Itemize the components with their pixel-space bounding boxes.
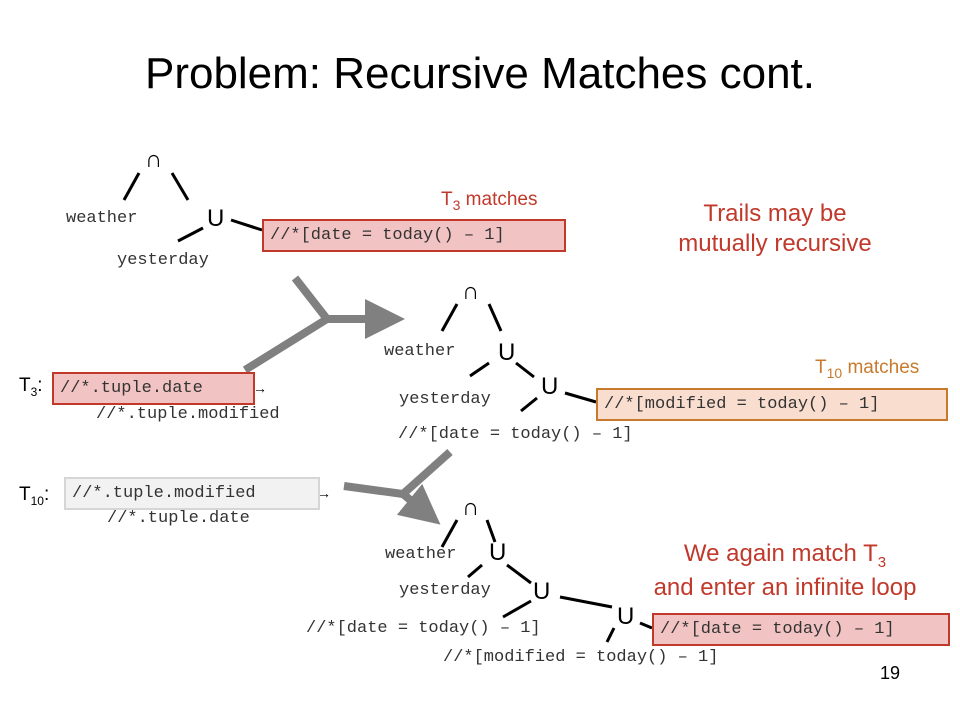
edge-t3-union2-union3 — [559, 595, 613, 609]
t3-weather-label: weather — [385, 545, 457, 564]
t3-modified-expr: //*[modified = today() – 1] — [443, 648, 719, 667]
edge-t1-intersect-union — [170, 172, 190, 201]
t10-trail-target: //*.tuple.date — [107, 509, 250, 528]
t3-union3-op: U — [617, 603, 635, 630]
t10-trail-source: //*.tuple.modified — [64, 477, 320, 510]
edge-t2-union2-date — [520, 396, 538, 413]
t3-union1-op: U — [489, 539, 507, 566]
t3-funnel-right — [242, 315, 330, 374]
edge-t2-union1-union2 — [515, 361, 535, 379]
t10-arrow — [396, 483, 441, 525]
edge-t3-union1-yesterday — [467, 563, 483, 579]
t1-weather-label: weather — [66, 209, 138, 228]
t3-matches-label: T3 matches — [441, 189, 538, 213]
t3-union2-op: U — [533, 578, 551, 605]
edge-t1-union-match — [230, 218, 263, 232]
t2-union2-op: U — [541, 373, 559, 400]
edge-t1-union-yesterday — [177, 226, 204, 243]
t3-yesterday-label: yesterday — [399, 581, 491, 600]
edge-t3-intersect-weather — [440, 519, 459, 548]
edge-t2-union2-match — [564, 391, 597, 404]
t2-weather-label: weather — [384, 342, 456, 361]
recursive-note: Trails may be mutually recursive — [640, 199, 910, 259]
edge-t2-union1-yesterday — [469, 361, 490, 378]
t1-union-op: U — [207, 205, 225, 232]
edge-t2-intersect-union1 — [487, 303, 503, 332]
t10-matches-label: T10 matches — [815, 357, 920, 381]
t3-intersect-op: ∩ — [462, 494, 480, 521]
t10-trail-name: T10: — [19, 484, 50, 508]
edge-t3-union3-match — [639, 621, 653, 630]
t1-intersect-op: ∩ — [145, 146, 163, 173]
t10-trail-arrow: → — [317, 485, 331, 501]
t3-funnel-left — [291, 275, 331, 322]
t3-match-box: //*[date = today() – 1] — [652, 613, 950, 646]
t2-yesterday-label: yesterday — [399, 390, 491, 409]
t3-trail-target: //*.tuple.modified — [96, 405, 280, 424]
loop-note-line1: We again match T3 — [683, 540, 887, 571]
edge-t3-union2-date — [502, 599, 532, 619]
t10-funnel-left — [400, 449, 453, 497]
loop-note: We again match T3 and enter an infinite … — [620, 539, 950, 603]
t1-match-box: //*[date = today() – 1] — [262, 219, 566, 252]
loop-note-line2: and enter an infinite loop — [653, 573, 917, 601]
edge-t1-intersect-weather — [122, 172, 141, 201]
page-number: 19 — [880, 663, 901, 683]
t3-trail-source: //*.tuple.date — [52, 372, 255, 405]
t3-trail-arrow: → — [253, 380, 267, 396]
edge-t3-union3-modified — [605, 627, 616, 643]
t2-match-box: //*[modified = today() – 1] — [596, 388, 948, 421]
t2-date-expr: //*[date = today() – 1] — [398, 425, 633, 444]
edge-t3-union1-union2 — [506, 563, 532, 585]
t1-yesterday-label: yesterday — [117, 251, 209, 270]
slide-title: Problem: Recursive Matches cont. — [144, 49, 816, 98]
t10-funnel-right — [343, 482, 404, 498]
recursive-note-line2: mutually recursive — [678, 230, 872, 257]
edge-t3-intersect-union1 — [485, 519, 497, 543]
t2-union1-op: U — [498, 339, 516, 366]
edge-t2-intersect-weather — [440, 303, 459, 332]
t3-trail-name: T3: — [19, 375, 43, 399]
t3-date-expr: //*[date = today() – 1] — [306, 619, 541, 638]
recursive-note-line1: Trails may be — [703, 200, 847, 227]
t2-intersect-op: ∩ — [462, 278, 480, 305]
